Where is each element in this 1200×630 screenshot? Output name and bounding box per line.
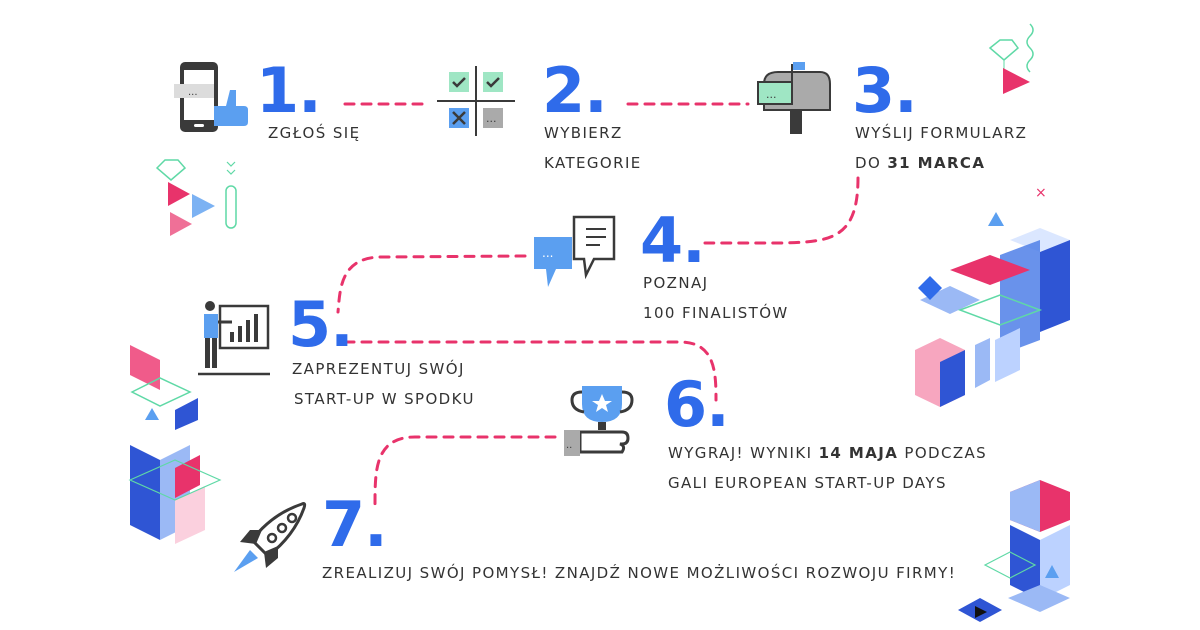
step-6-line1-prefix: WYGRAJ! WYNIKI [668,444,819,462]
step-4-number: 4. [640,204,706,277]
step-3-number: 3. [852,54,918,127]
step-4-text: POZNAJ 100 FINALISTÓW [643,268,789,328]
step-5-line2: START-UP W SPODKU [294,390,475,408]
trophy-hand-icon: .. [564,386,634,456]
step-1-line1: ZGŁOŚ SIĘ [268,124,361,142]
step-1-number: 1. [256,54,322,127]
presentation-icon [198,301,270,376]
chat-bubbles-icon: ... [534,215,616,287]
step-7-line1: ZREALIZUJ SWÓJ POMYSŁ! ZNAJDŹ NOWE MOŻLI… [322,564,957,582]
svg-text:...: ... [486,112,497,125]
step-2-number: 2. [542,54,608,127]
cube-cluster-bottom-right-icon [958,480,1070,622]
phone-thumbs-up-icon: ... [174,62,248,132]
svg-text:...: ... [542,246,553,260]
step-6-line2: GALI EUROPEAN START-UP DAYS [668,474,947,492]
step-6-text: WYGRAJ! WYNIKI 14 MAJA PODCZAS GALI EURO… [668,438,987,498]
step-5-text: ZAPREZENTUJ SWÓJ START-UP W SPODKU [292,354,475,414]
gem-top-right-icon [988,23,1034,94]
step-3-line2: DO 31 MARCA [855,148,1027,178]
step-3-deadline: 31 MARCA [887,154,986,172]
cube-cluster-left-icon [128,345,222,544]
step-7-text: ZREALIZUJ SWÓJ POMYSŁ! ZNAJDŹ NOWE MOŻLI… [322,558,956,588]
svg-text:×: × [1035,185,1047,201]
gem-left-icon [155,159,237,236]
step-2-line2: KATEGORIE [544,154,642,172]
svg-text:...: ... [766,88,777,101]
step-2-line1: WYBIERZ [544,124,623,142]
svg-text:..: .. [566,440,572,451]
step-4-line2: 100 FINALISTÓW [643,304,789,322]
step-2-text: WYBIERZ KATEGORIE [544,118,642,178]
step-6-line1: WYGRAJ! WYNIKI 14 MAJA PODCZAS [668,438,987,468]
step-5-line1: ZAPREZENTUJ SWÓJ [292,360,465,378]
step-3-line1: WYŚLIJ FORMULARZ [855,124,1028,142]
step-6-line1-suffix: PODCZAS [898,444,988,462]
cube-cluster-right-icon: × [915,185,1070,407]
svg-text:...: ... [188,87,198,98]
step-5-number: 5. [288,288,354,361]
step-6-number: 6. [664,368,730,441]
step-3-line2-prefix: DO [855,154,888,172]
step-1-text: ZGŁOŚ SIĘ [268,118,360,148]
connector-6-7 [373,435,557,507]
step-7-number: 7. [322,488,388,561]
checkbox-grid-icon: ... [437,66,515,136]
rocket-icon [234,502,307,572]
mailbox-icon: ... [757,62,831,134]
step-3-text: WYŚLIJ FORMULARZ DO 31 MARCA [855,118,1027,178]
step-6-date: 14 MAJA [818,444,899,462]
connector-3-4 [703,176,860,245]
step-4-line1: POZNAJ [643,274,709,292]
